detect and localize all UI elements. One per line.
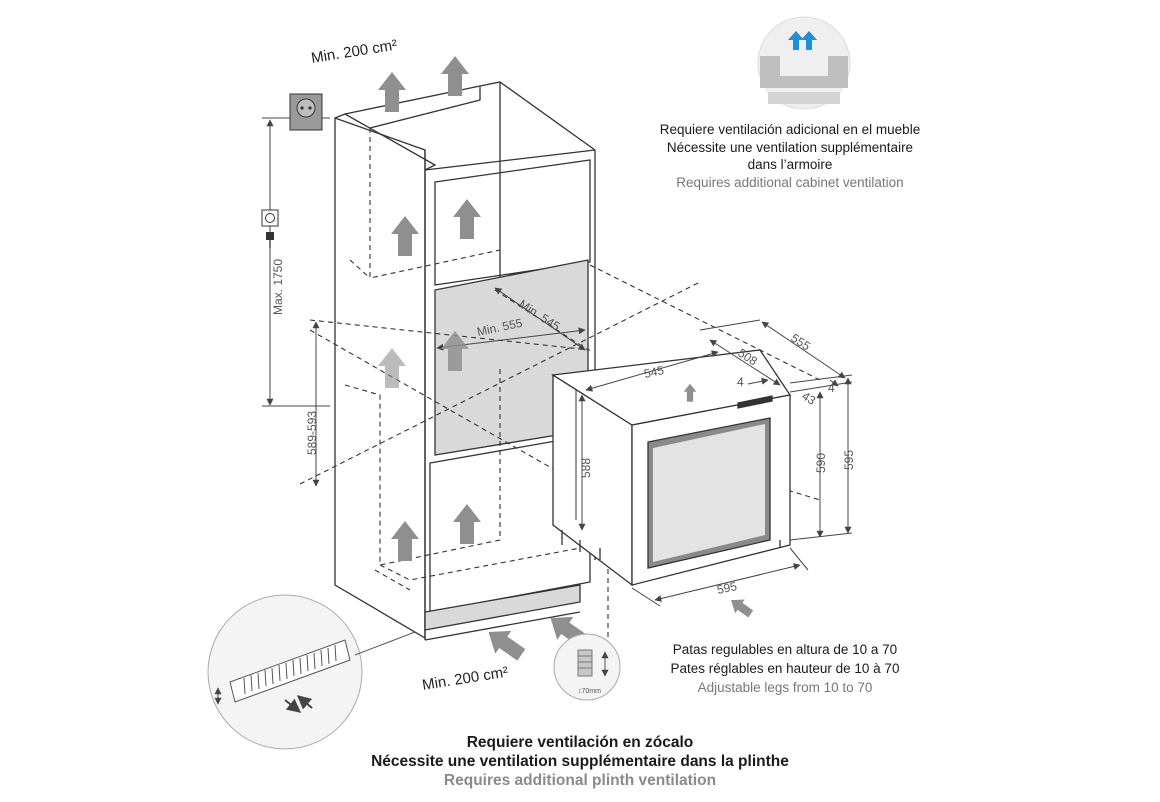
airflow-arrow-icon [453,199,481,239]
cabinet-ventilation-icon [757,16,851,110]
airflow-arrow-icon [726,593,756,621]
dim-niche-height: 589-593 [305,411,319,455]
adjustable-legs-note: Patas regulables en altura de 10 a 70 Pa… [660,640,910,697]
dimension-lines [262,117,853,607]
dim-height-595: 595 [842,450,856,470]
dim-offset-43: 43 [799,389,818,408]
bottom-ventilation-label: Min. 200 cm² [421,664,509,694]
cabinet-outline [334,81,596,641]
dim-height-588: 588 [579,458,593,478]
top-ventilation-label: Min. 200 cm² [310,37,398,67]
airflow-arrow-icon [480,620,530,667]
dim-appliance-width-top: 545 [643,363,666,381]
dim-width-595: 595 [716,579,739,597]
dim-leg-range: ↕70mm [578,688,601,695]
dim-height-590: 590 [814,453,828,473]
dim-max-height: Max. 1750 [271,259,285,315]
dim-offset-4a: 4 [737,375,744,389]
plinth-note-es: Requiere ventilación en zócalo [466,734,694,751]
vent-note-fr-1: Nécessite une ventilation supplémentaire [666,139,914,155]
plinth-ventilation-note: Requiere ventilación en zócalo Nécessite… [330,733,830,790]
vent-note-en: Requires additional cabinet ventilation [676,174,904,190]
legs-note-es: Patas regulables en altura de 10 a 70 [672,642,898,657]
power-socket-icon [289,93,323,131]
adjustable-leg-icon [553,633,621,701]
vent-note-fr-2: dans l’armoire [747,157,833,172]
legs-note-en: Adjustable legs from 10 to 70 [697,680,873,695]
vent-grille-detail-icon [207,594,416,750]
vent-note-es: Requiere ventilación adicional en el mue… [659,122,921,137]
airflow-arrow-icon [441,56,469,96]
dim-offset-4b: 4 [828,381,835,395]
cabinet-ventilation-note: Requiere ventilación adicional en el mue… [640,121,940,191]
plinth-note-en: Requires additional plinth ventilation [443,772,717,789]
plug-socket-icon [261,209,279,248]
dim-depth-555: 555 [788,331,813,354]
legs-note-fr: Pates réglables en hauteur de 10 à 70 [670,661,900,676]
plinth-note-fr: Nécessite une ventilation supplémentaire… [371,753,789,770]
airflow-arrow-icon [453,504,481,544]
